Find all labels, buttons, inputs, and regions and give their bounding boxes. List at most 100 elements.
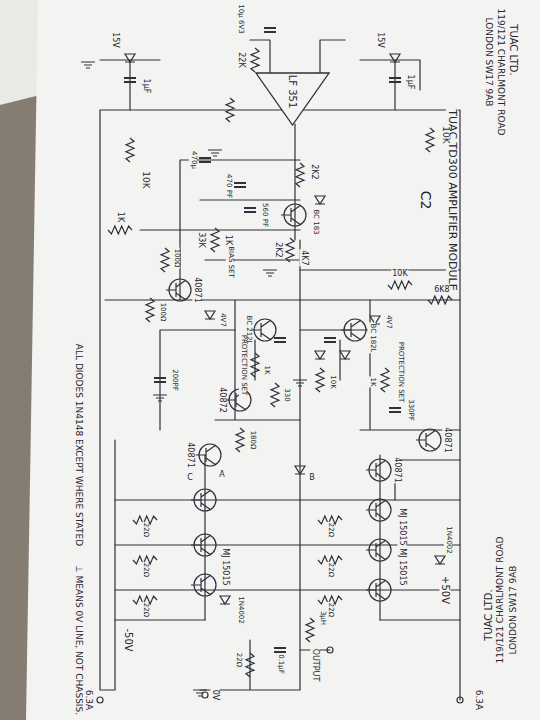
terminal-label: 0V: [211, 689, 220, 702]
transistor-leads: [416, 430, 436, 450]
transistor-leads: [196, 445, 216, 465]
capacitor-symbol: [389, 78, 401, 82]
resistor-label: 1K: [368, 376, 376, 387]
transistor-leads: [166, 280, 186, 300]
diode-label: 1N4002: [236, 595, 244, 625]
capacitor-symbol: [124, 78, 136, 82]
resistor-label: 22Ω: [234, 652, 242, 668]
inductor-label: 3µH: [318, 610, 326, 626]
diode-symbol: [390, 54, 400, 62]
capacitor-symbol: [154, 378, 166, 382]
transistor-label: BC 182L: [368, 322, 376, 353]
resistor-label: 33K: [197, 231, 206, 248]
resistor-label: 1K: [262, 364, 270, 375]
supply-label: -50V: [123, 627, 134, 652]
resistor-label: 2K2: [310, 163, 319, 180]
transistor-label: 40871: [186, 441, 195, 468]
resistor-label: 22K: [237, 51, 246, 68]
resistor-symbol: [381, 368, 389, 392]
resistor-label: 22Ω: [141, 522, 149, 538]
capacitor-symbol: [274, 648, 286, 652]
opamp-triangle: LF 351: [255, 72, 330, 126]
diode-symbol: [315, 351, 325, 359]
resistor-label: 100Ω: [172, 248, 180, 269]
diode-symbol: [315, 196, 325, 204]
transistor-leads: [281, 205, 301, 225]
ground-symbol: [208, 150, 222, 156]
ground-symbol: [193, 690, 207, 696]
zener-label: 4V7: [218, 312, 226, 328]
resistor-label: 2K2: [274, 241, 283, 258]
company-stamp: LONDON SW17 9AB: [483, 16, 493, 107]
resistor-label: 1K: [224, 234, 233, 246]
capacitor-label: 1µF: [142, 78, 151, 95]
resistor-symbol: [161, 248, 169, 272]
capacitor-symbol: [274, 338, 286, 342]
terminal: [202, 692, 208, 698]
capacitor-label: 0.1µF: [276, 653, 284, 675]
capacitor-label: 470µ: [189, 150, 197, 170]
transistor-leads: [341, 320, 361, 340]
resistor-label: 22Ω: [326, 522, 334, 538]
resistor-symbol: [306, 618, 314, 642]
company-stamp: 119/121 CHARLMONT ROAD: [495, 8, 505, 137]
capacitor-symbol: [389, 408, 401, 412]
diode-symbol: [435, 556, 445, 564]
capacitor-label: 10µ 6V3: [236, 3, 244, 34]
resistor-label: 10K: [328, 374, 336, 390]
diode-symbol: [205, 311, 215, 319]
transistor-leads: [366, 580, 386, 600]
opamp-label: LF 351: [287, 75, 298, 109]
transistor-leads: [366, 460, 386, 480]
capacitor-symbol: [234, 183, 246, 187]
capacitor-label: 470 PF: [224, 173, 232, 199]
resistor-symbol: [316, 368, 324, 392]
transistor-label: 40871: [193, 276, 202, 303]
resistor-label: 10K: [140, 170, 150, 189]
capacitor-symbol: [244, 208, 256, 212]
zener-label: 4V7: [384, 314, 392, 330]
resistor-label: 10K: [391, 270, 408, 279]
fuse-label: 6.3A: [83, 689, 93, 711]
resistor-label: 330: [282, 387, 290, 402]
transistor-leads: [366, 500, 386, 520]
resistor-symbol: [296, 163, 304, 187]
zener-label: 15V: [376, 31, 385, 49]
ground-symbol: [293, 380, 307, 386]
node-letter: C: [186, 474, 194, 483]
transistor-label: MJ 15015: [398, 547, 407, 586]
preset-label: BIAS SET: [226, 245, 234, 278]
resistor-symbol: [146, 298, 154, 322]
resistor-symbol: [211, 228, 219, 252]
transistor-label: 40871: [443, 426, 452, 453]
resistor-symbol: [286, 238, 294, 262]
capacitor-label: 330PF: [406, 398, 414, 422]
transistor-label: MJ 15015: [398, 507, 407, 546]
ground-symbol: [263, 270, 277, 276]
capacitor-symbol: [264, 28, 276, 32]
resistor-symbol: [226, 98, 234, 122]
transistor-leads: [191, 535, 211, 555]
resistor-label: 22Ω: [326, 602, 334, 618]
resistor-symbol: [246, 653, 254, 677]
resistor-symbol: [428, 296, 452, 304]
output-label: OUTPUT: [311, 648, 320, 683]
diode-label: 1N4002: [444, 525, 452, 555]
zener-label: 15V: [111, 31, 120, 49]
transistor-leads: [366, 540, 386, 560]
capacitor-label: 560 PF: [260, 202, 268, 228]
resistor-symbol: [108, 226, 132, 234]
resistor-label: 4K7: [300, 249, 309, 266]
resistor-label: 1K: [116, 211, 125, 223]
resistor-symbol: [388, 281, 412, 289]
resistor-symbol: [236, 428, 244, 452]
diode-symbol: [295, 466, 305, 474]
resistor-symbol: [426, 128, 434, 152]
transistor-label: 40872: [218, 386, 227, 413]
supply-label: +50V: [440, 575, 451, 605]
resistor-symbol: [251, 48, 259, 72]
company-stamp: TUAC LTD.: [508, 23, 519, 76]
resistor-label: 100Ω: [158, 302, 166, 323]
resistor-label: 6K8: [433, 286, 450, 295]
